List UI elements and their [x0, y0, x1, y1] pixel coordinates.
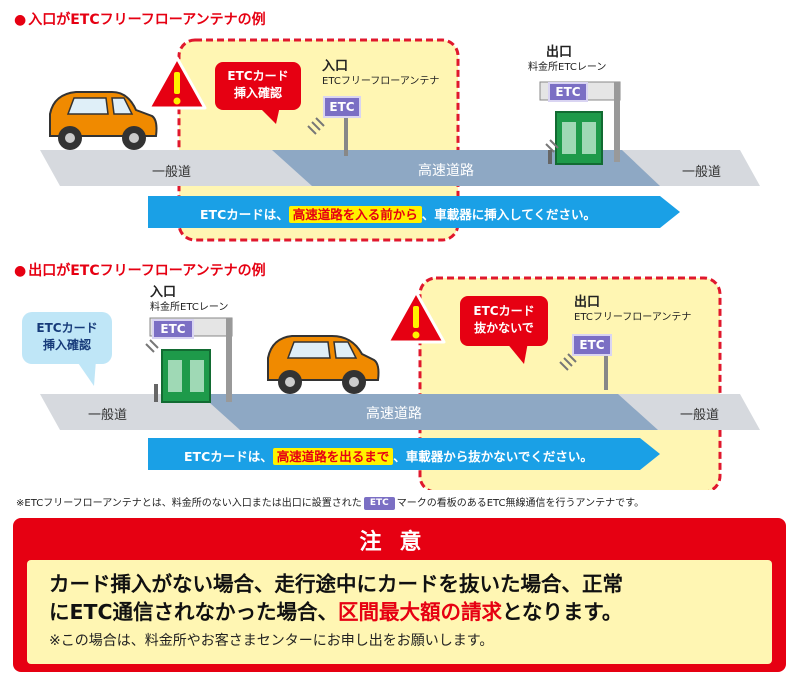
caution-title: 注意 [359, 530, 440, 555]
warning-bubble-line2: 抜かないで [474, 321, 534, 335]
section1-etc-sign: ETC [323, 96, 361, 118]
section2-arrow-text: ETCカードは、高速道路を出るまで、車載器から抜かないでください。 [184, 446, 593, 465]
bubble-tail [76, 360, 96, 386]
section2-antenna-sub: ETCフリーフローアンテナ [574, 312, 692, 323]
arrow-text-post: 、車載器から抜かないでください。 [393, 449, 593, 464]
warning-icon [386, 290, 446, 344]
section2-highway [200, 394, 658, 430]
section1-title-text: 入口がETCフリーフローアンテナの例 [28, 12, 266, 28]
arrow-text-highlight: 高速道路を入る前から [288, 206, 422, 223]
section1-booth-title: 出口 [546, 45, 573, 60]
section1-antenna-sub: ETCフリーフローアンテナ [322, 76, 440, 87]
arrow-text-post: 、車載器に挿入してください。 [421, 207, 597, 222]
section1-booth-sub: 料金所ETCレーン [528, 62, 607, 73]
section2-booth-title: 入口 [150, 285, 177, 300]
warning-icon [147, 56, 207, 110]
bubble-line1: ETCカード [227, 69, 289, 83]
car-icon [267, 335, 380, 394]
footnote-post: マークの看板のあるETC無線通信を行うアンテナです。 [396, 498, 645, 509]
section2-title: ●出口がETCフリーフローアンテナの例 [14, 260, 266, 280]
caution-sub: ※この場合は、料金所やお客さまセンターにお申し出をお願いします。 [49, 633, 494, 649]
section2-booth-etc-sign: ETC [152, 319, 194, 339]
antenna-sign-icon [559, 340, 608, 390]
bubble-tail [258, 106, 280, 124]
caution-line2-post: となります。 [502, 600, 623, 624]
bubble-line1: ETCカード [36, 321, 98, 335]
car-icon [49, 91, 158, 150]
antenna-sign-icon [307, 104, 348, 156]
arrow-text-highlight: 高速道路を出るまで [272, 448, 394, 465]
bullet-icon: ● [14, 263, 27, 279]
section2-title-text: 出口がETCフリーフローアンテナの例 [28, 263, 266, 279]
section2-antenna-title: 出口 [574, 295, 601, 310]
section1-title: ●入口がETCフリーフローアンテナの例 [14, 9, 266, 29]
caution-line2-highlight: 区間最大額の請求 [338, 600, 503, 624]
footnote-etc-badge: ETC [363, 496, 395, 510]
caution-line2-pre: にETC通信されなかった場合、 [49, 600, 339, 624]
section1-arrow-text: ETCカードは、高速道路を入る前から、車載器に挿入してください。 [200, 204, 596, 223]
caution-line2: にETC通信されなかった場合、区間最大額の請求となります。 [49, 598, 769, 626]
section2-road-right: 一般道 [680, 408, 720, 423]
section1-road-center: 高速道路 [418, 163, 474, 179]
section2-etc-sign: ETC [572, 334, 612, 356]
section1-road-right: 一般道 [682, 165, 722, 180]
section1-booth-etc-sign: ETC [548, 82, 588, 102]
caution-box: 注意 カード挿入がない場合、走行途中にカードを抜いた場合、正常 にETC通信され… [13, 518, 786, 672]
footnote-pre: ※ETCフリーフローアンテナとは、料金所のない入口または出口に設置された [16, 498, 362, 509]
section2-bubble: ETCカード 挿入確認 [22, 312, 112, 364]
caution-text: カード挿入がない場合、走行途中にカードを抜いた場合、正常 にETC通信されなかっ… [49, 570, 769, 626]
section1-road-left: 一般道 [152, 165, 192, 180]
bubble-line2: 挿入確認 [42, 338, 91, 352]
arrow-text-pre: ETCカードは、 [200, 207, 289, 222]
bullet-icon: ● [14, 12, 27, 28]
section2-booth-sub: 料金所ETCレーン [150, 302, 229, 313]
caution-body: カード挿入がない場合、走行途中にカードを抜いた場合、正常 にETC通信されなかっ… [27, 560, 772, 664]
section1-antenna-title: 入口 [322, 59, 349, 74]
bubble-tail [506, 342, 528, 364]
warning-bubble-line1: ETCカード [473, 304, 535, 318]
section1-bubble: ETCカード 挿入確認 [215, 62, 301, 110]
caution-line1: カード挿入がない場合、走行途中にカードを抜いた場合、正常 [49, 572, 623, 596]
section2-warning-bubble: ETCカード 抜かないで [460, 296, 548, 346]
section2-road-left: 一般道 [88, 408, 128, 423]
arrow-text-pre: ETCカードは、 [184, 449, 273, 464]
section2-road-center: 高速道路 [366, 406, 422, 422]
bubble-line2: 挿入確認 [233, 86, 282, 100]
